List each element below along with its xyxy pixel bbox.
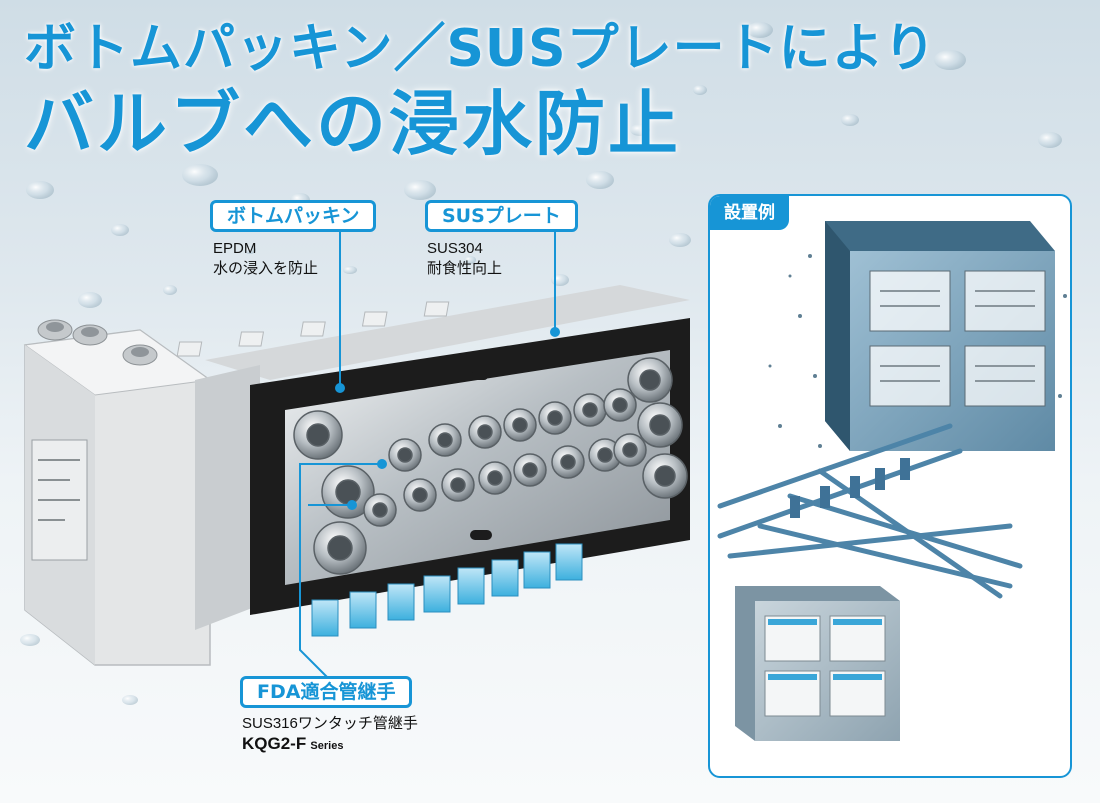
fda-fitting-spec: SUS316ワンタッチ管継手 xyxy=(242,715,418,732)
sus-plate-text: 耐食性向上 xyxy=(427,260,503,277)
installation-example-panel: 設置例 xyxy=(708,194,1072,778)
headline-line2: バルブへの浸水防止 xyxy=(24,83,681,165)
fda-fitting-desc: SUS316ワンタッチ管継手 KQG2-F Series xyxy=(242,714,418,756)
sus-plate-spec: SUS304 xyxy=(427,240,483,257)
installation-example-illustration xyxy=(717,221,1067,741)
fda-fitting-series: Series xyxy=(310,740,344,752)
sus-plate-tag: SUSプレート xyxy=(425,200,578,232)
headline: ボトムパッキン／SUSプレートにより バルブへの浸水防止 xyxy=(24,18,937,166)
headline-line1: ボトムパッキン／SUSプレートにより xyxy=(24,19,937,79)
fda-fitting-model: KQG2-F xyxy=(242,734,307,753)
bottom-packing-spec: EPDM xyxy=(213,240,257,257)
bottom-packing-text: 水の浸入を防止 xyxy=(213,260,319,277)
sus-plate-desc: SUS304 耐食性向上 xyxy=(427,239,502,279)
fda-fitting-tag: FDA適合管継手 xyxy=(240,676,413,708)
installation-example-tag: 設置例 xyxy=(710,196,789,230)
bottom-packing-desc: EPDM 水の浸入を防止 xyxy=(213,239,318,279)
bottom-packing-tag: ボトムパッキン xyxy=(210,200,377,232)
